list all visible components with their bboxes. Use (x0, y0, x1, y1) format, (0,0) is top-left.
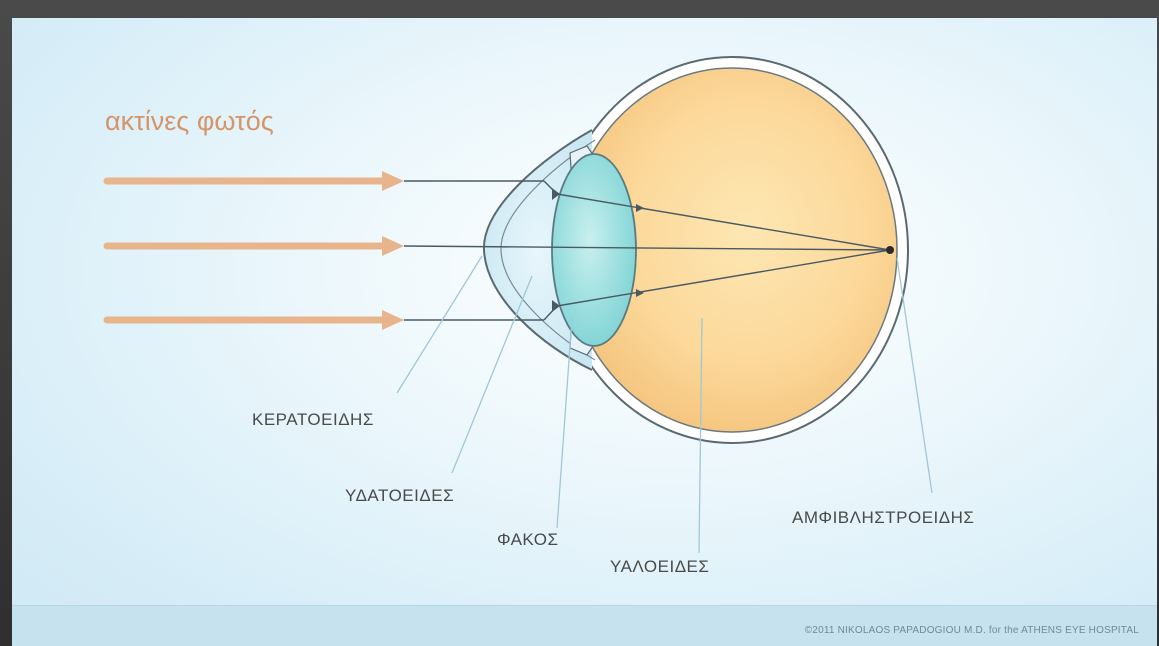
label-vitreous: ΥΑΛΟΕΙΔΕΣ (610, 557, 709, 576)
leader-cornea (397, 256, 482, 393)
label-aqueous: ΥΔΑΤΟΕΙΔΕΣ (345, 486, 454, 505)
incoming-arrows (107, 171, 404, 330)
credit-text: ©2011 NIKOLAOS PAPADOGIOU M.D. for the A… (805, 625, 1139, 636)
arrowhead-middle (382, 236, 404, 256)
arrowhead-top (382, 171, 404, 191)
credit-bar: ©2011 NIKOLAOS PAPADOGIOU M.D. for the A… (12, 605, 1157, 646)
lens-shape (552, 154, 636, 346)
label-retina: ΑΜΦΙΒΛΗΣΤΡΟΕΙΔΗΣ (792, 508, 974, 527)
arrowhead-bottom (382, 310, 404, 330)
label-lens: ΦΑΚΟΣ (497, 530, 558, 549)
leader-aqueous (452, 276, 532, 473)
light-rays-title: ακτίνες φωτός (105, 106, 274, 136)
focal-point (886, 246, 894, 254)
label-cornea: ΚΕΡΑΤΟΕΙΔΗΣ (252, 410, 374, 429)
leader-retina (897, 258, 932, 493)
diagram-panel: ακτίνες φωτός (12, 18, 1157, 646)
eye-diagram: ακτίνες φωτός (12, 18, 1157, 646)
